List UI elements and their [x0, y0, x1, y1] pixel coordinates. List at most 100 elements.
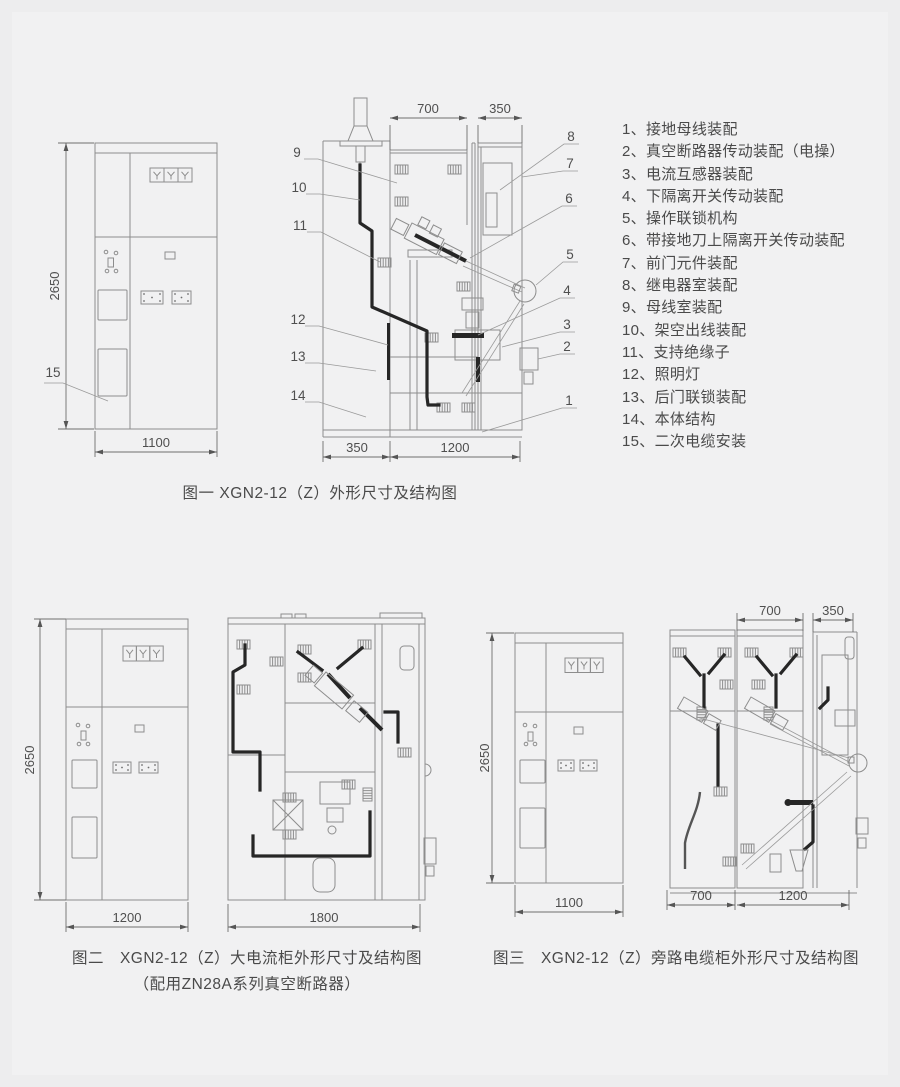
- fig2-front-indicator-cluster: [75, 722, 91, 747]
- fig1-section-frame: [322, 140, 523, 438]
- legend-item: 11、支持绝缘子: [622, 343, 730, 361]
- fig1-front-width-dimension: 1100: [94, 431, 218, 457]
- callout-12: 12: [290, 312, 305, 327]
- figure2-caption-line1: 图二 XGN2-12（Z）大电流柜外形尺寸及结构图: [71, 950, 423, 967]
- fig1-dim-1200: 1200: [441, 440, 470, 455]
- fig2-front-meter-panel: [122, 645, 164, 662]
- fig1-operating-handle: [513, 279, 537, 303]
- fig1-dim-700: 700: [417, 101, 439, 116]
- figure2-front-view: 2650 1200: [22, 618, 189, 932]
- fig1-dim-2650: 2650: [47, 272, 62, 301]
- legend-item: 10、架空出线装配: [622, 321, 747, 339]
- fig1-callout-15: 15: [45, 365, 60, 380]
- callout-6: 6: [565, 191, 573, 206]
- fig1-front-cabinet-outline: [94, 142, 218, 430]
- legend-item: 6、带接地刀上隔离开关传动装配: [622, 232, 845, 250]
- figure1-legend: 1、接地母线装配 2、真空断路器传动装配（电操） 3、电流互感器装配 4、下隔离…: [622, 119, 845, 453]
- fig1-front-height-dimension: 2650: [47, 142, 94, 430]
- fig1-busbar: [358, 163, 467, 407]
- figure1-caption: 图一 XGN2-12（Z）外形尺寸及结构图: [182, 485, 458, 502]
- fig1-front-doors: [97, 289, 128, 397]
- figure1-section-view: 700 350 350 1200 9 10 11 12 13 14 8 7 6 …: [290, 97, 579, 462]
- fig3-front-doors: [519, 759, 546, 849]
- fig2-breaker-assembly: [304, 664, 369, 724]
- fig2-front-cabinet-outline: [65, 618, 189, 901]
- fig2-mechanism: [272, 781, 351, 893]
- fig1-front-indicator-cluster: [103, 249, 119, 274]
- fig1-top-dimensions: 700 350: [389, 101, 523, 150]
- figure3-front-view: 2650 1100: [477, 632, 624, 917]
- fig3-busbar: [682, 652, 830, 852]
- legend-item: 15、二次电缆安装: [622, 433, 747, 451]
- fig3-front-indicator-cluster: [522, 722, 538, 747]
- legend-item: 12、照明灯: [622, 366, 701, 384]
- callout-3: 3: [563, 317, 571, 332]
- fig2-dim-2650: 2650: [22, 746, 37, 775]
- fig3-dim-700-bottom: 700: [690, 888, 712, 903]
- fig2-width-dimension: 1800: [227, 904, 421, 932]
- fig1-front-cable-callout: 15: [44, 365, 109, 402]
- fig2-front-width-dimension: 1200: [65, 902, 189, 932]
- fig3-dim-1100: 1100: [555, 895, 583, 910]
- fig2-front-height-dimension: 2650: [22, 618, 66, 901]
- legend-item: 7、前门元件装配: [622, 254, 738, 272]
- figure2-caption-line2: （配用ZN28A系列真空断路器）: [133, 976, 361, 993]
- fig2-dim-1800: 1800: [310, 910, 339, 925]
- callout-8: 8: [567, 129, 575, 144]
- legend-item: 1、接地母线装配: [622, 121, 738, 138]
- callout-9: 9: [293, 145, 301, 160]
- fig3-dim-2650: 2650: [477, 744, 492, 773]
- fig2-front-panel-details: [112, 724, 159, 774]
- fig3-bottom-dimensions: 700 1200: [666, 888, 850, 910]
- callout-4: 4: [563, 283, 571, 298]
- figure1-front-view: 2650 15 1100: [44, 142, 218, 457]
- fig3-front-panel-details: [557, 726, 598, 772]
- legend-item: 9、母线室装配: [622, 299, 723, 317]
- fig1-breaker-assembly: [390, 216, 463, 265]
- fig3-front-height-dimension: 2650: [477, 632, 514, 884]
- fig3-front-width-dimension: 1100: [514, 885, 624, 917]
- fig3-cable: [683, 791, 702, 869]
- figure3-section-view: 700 350 700 1200: [666, 603, 869, 910]
- callout-2: 2: [563, 339, 571, 354]
- fig1-callouts-right: 8 7 6 5 4 3 2 1: [469, 129, 579, 433]
- legend-item: 3、电流互感器装配: [622, 165, 754, 183]
- fig1-overhead-bushing: [339, 97, 383, 167]
- fig3-front-meter-panel: [564, 657, 604, 673]
- fig1-front-panel-details: [140, 251, 192, 305]
- fig2-section-frame: [227, 612, 437, 901]
- fig2-dim-1200: 1200: [113, 910, 142, 925]
- fig3-dim-350-top: 350: [822, 603, 844, 618]
- fig1-dim-350-bottom: 350: [346, 440, 368, 455]
- fig3-front-cabinet-outline: [514, 632, 624, 884]
- figure2-section-view: 1800: [227, 612, 437, 932]
- fig1-bottom-dimensions: 350 1200: [322, 440, 521, 462]
- legend-item: 5、操作联锁机构: [622, 210, 738, 228]
- fig2-front-doors: [71, 759, 98, 859]
- legend-item: 8、继电器室装配: [622, 277, 738, 295]
- callout-5: 5: [566, 247, 574, 262]
- legend-item: 4、下隔离开关传动装配: [622, 187, 784, 205]
- page-background: [12, 12, 888, 1075]
- fig3-switch-assemblies: [676, 696, 789, 731]
- callout-13: 13: [290, 349, 305, 364]
- fig3-top-dimensions: 700 350: [736, 603, 854, 632]
- fig2-busbar: [231, 643, 400, 858]
- fig1-lamp: [387, 323, 390, 380]
- callout-1: 1: [565, 393, 573, 408]
- callout-14: 14: [290, 388, 306, 403]
- fig1-callouts-left: 9 10 11 12 13 14: [290, 145, 398, 418]
- callout-7: 7: [566, 156, 574, 171]
- fig1-front-meter-panel: [149, 167, 193, 183]
- callout-11: 11: [293, 218, 307, 233]
- legend-item: 13、后门联锁装配: [622, 388, 747, 406]
- fig3-support-insulators: [672, 647, 804, 867]
- callout-10: 10: [291, 180, 306, 195]
- legend-item: 14、本体结构: [622, 410, 716, 428]
- fig3-dim-1200: 1200: [779, 888, 808, 903]
- fig3-mechanism: [683, 709, 868, 873]
- figure3-caption: 图三 XGN2-12（Z）旁路电缆柜外形尺寸及结构图: [492, 950, 860, 967]
- fig1-dim-350-top: 350: [489, 101, 511, 116]
- legend-item: 2、真空断路器传动装配（电操）: [622, 143, 845, 161]
